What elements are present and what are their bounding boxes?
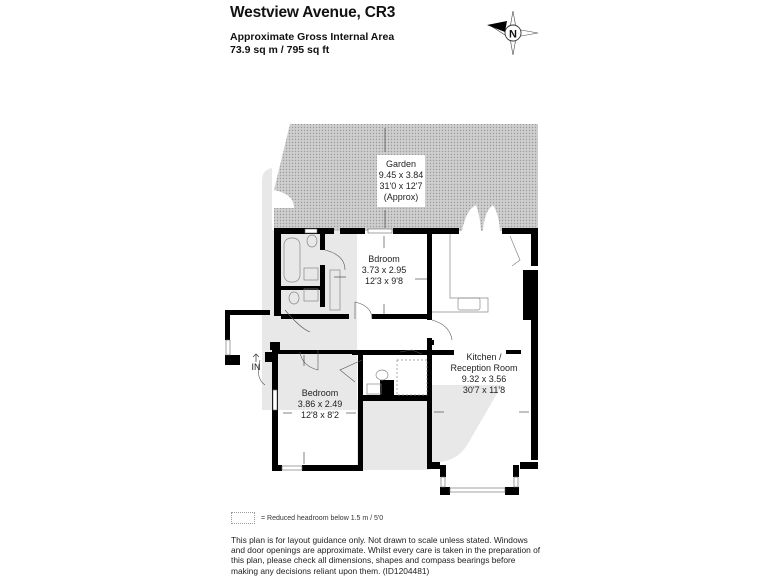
- disclaimer-text: This plan is for layout guidance only. N…: [231, 535, 541, 576]
- svg-text:N: N: [509, 29, 517, 41]
- compass-north-icon: N: [487, 10, 539, 56]
- garden-area: [274, 124, 538, 231]
- svg-text:12'8 x 8'2: 12'8 x 8'2: [301, 410, 339, 420]
- svg-text:3.86 x 2.49: 3.86 x 2.49: [298, 399, 343, 409]
- svg-text:(Approx): (Approx): [384, 192, 419, 202]
- windows: [225, 228, 519, 493]
- svg-text:9.32 x 3.56: 9.32 x 3.56: [462, 374, 507, 384]
- reduced-headroom-swatch: [231, 512, 255, 524]
- svg-text:30'7 x 11'8: 30'7 x 11'8: [463, 385, 505, 395]
- legend-text: = Reduced headroom below 1.5 m / 5'0: [261, 514, 384, 522]
- entrance-arrow-icon: [252, 353, 260, 362]
- legend: = Reduced headroom below 1.5 m / 5'0: [231, 512, 383, 524]
- door-swings: [258, 249, 453, 386]
- area-info: Approximate Gross Internal Area 73.9 sq …: [230, 31, 394, 56]
- svg-text:12'3 x 9'8: 12'3 x 9'8: [365, 276, 403, 286]
- svg-text:Kitchen /: Kitchen /: [466, 352, 502, 362]
- svg-text:3.73 x 2.95: 3.73 x 2.95: [362, 265, 407, 275]
- svg-text:Bdroom: Bdroom: [368, 254, 400, 264]
- area-label: Approximate Gross Internal Area: [230, 31, 395, 43]
- svg-text:31'0 x 12'7: 31'0 x 12'7: [380, 181, 423, 191]
- area-value: 73.9 sq m / 795 sq ft: [230, 43, 330, 56]
- svg-text:Garden: Garden: [386, 159, 416, 169]
- walls: [225, 228, 538, 495]
- reduced-headroom-area: [262, 168, 502, 470]
- svg-text:Reception Room: Reception Room: [450, 363, 517, 373]
- svg-text:Bedroom: Bedroom: [302, 388, 339, 398]
- dimension-markers: [283, 236, 529, 464]
- fixtures: [283, 234, 521, 396]
- entrance-label: IN: [252, 362, 261, 372]
- property-title: Westview Avenue, CR3: [230, 4, 396, 21]
- room-labels: Garden 9.45 x 3.84 31'0 x 12'7 (Approx) …: [252, 159, 518, 420]
- svg-text:9.45 x 3.84: 9.45 x 3.84: [379, 170, 424, 180]
